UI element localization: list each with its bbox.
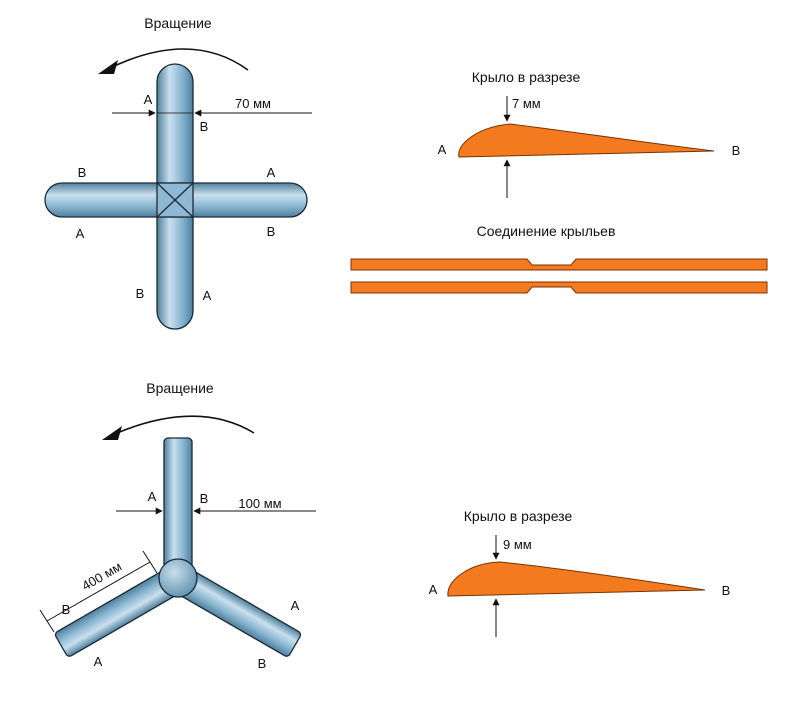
bottom-blade-left-label: B xyxy=(136,286,145,301)
top-rotor: Вращение A B 70 мм B A A B B A xyxy=(44,15,312,330)
bottom-blade-right-label: A xyxy=(203,288,212,303)
bottom-airfoil-shape xyxy=(447,561,706,597)
top-airfoil-shape xyxy=(458,123,715,158)
length-dim-end: B xyxy=(62,602,71,617)
top-rotation-arrow xyxy=(105,48,249,71)
top-dim-b: B xyxy=(200,119,209,134)
bottom-airfoil-leading: A xyxy=(429,582,438,597)
bottom-rotation-label: Вращение xyxy=(146,380,214,396)
top-dim-a: A xyxy=(144,92,153,107)
wing-joint-section: Соединение крыльев xyxy=(350,223,768,294)
joint-title: Соединение крыльев xyxy=(477,223,616,239)
left-blade-bottom-label: A xyxy=(76,226,85,241)
right-blade-bottom-label: B xyxy=(258,656,267,671)
top-airfoil-leading: A xyxy=(438,142,447,157)
top-rotation-label: Вращение xyxy=(144,15,212,31)
bottom-rotation-arrowhead-icon xyxy=(102,426,122,440)
left-blade-tip-label: A xyxy=(94,654,103,669)
top-airfoil-trailing: B xyxy=(732,143,741,158)
bottom-airfoil-trailing: B xyxy=(722,583,731,598)
length-dim-value: 400 мм xyxy=(79,559,124,594)
joint-upper-plate xyxy=(350,258,768,271)
top-dim-value: 70 мм xyxy=(235,96,271,111)
bottom-hub xyxy=(158,558,198,598)
bottom-dim-value: 100 мм xyxy=(238,496,281,511)
bottom-dim-b: B xyxy=(200,491,209,506)
bottom-airfoil-title: Крыло в разрезе xyxy=(464,508,573,524)
left-blade-top-label: B xyxy=(78,165,87,180)
bottom-rotor: Вращение A B 100 мм 400 мм B A A B xyxy=(39,380,316,671)
bottom-dim-a: A xyxy=(148,489,157,504)
bottom-vertical-blade xyxy=(163,437,193,579)
top-airfoil-thickness: 7 мм xyxy=(512,96,541,111)
joint-lower-plate xyxy=(350,281,768,294)
top-rotation-arrowhead-icon xyxy=(98,60,118,74)
top-airfoil-title: Крыло в разрезе xyxy=(472,69,581,85)
right-blade-bottom-label: B xyxy=(267,224,276,239)
top-airfoil-section: Крыло в разрезе 7 мм A B xyxy=(438,69,741,198)
length-dim-line xyxy=(46,561,151,622)
bottom-rotation-arrow xyxy=(109,415,255,437)
right-blade-top-label: A xyxy=(291,598,300,613)
bottom-airfoil-section: Крыло в разрезе 9 мм A B xyxy=(429,508,731,637)
bottom-airfoil-thickness: 9 мм xyxy=(503,537,532,552)
right-blade-top-label: A xyxy=(267,165,276,180)
